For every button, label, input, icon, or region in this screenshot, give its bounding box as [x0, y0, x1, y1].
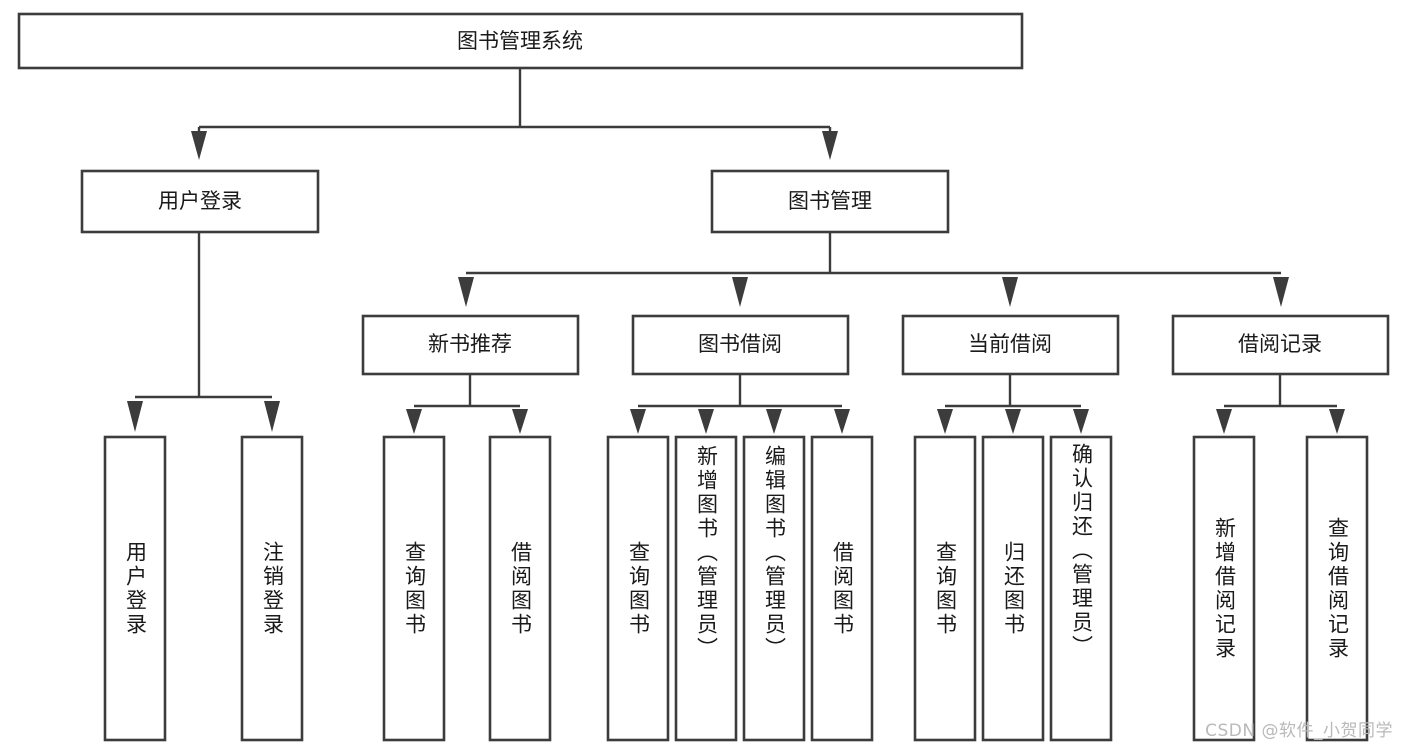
connectors-book-manage-to-level3: [458, 233, 1289, 307]
leaf-boxes-current-borrow: [913, 435, 1113, 742]
arrow-head-leaf-borrow-book-2: [834, 409, 850, 434]
node-book-manage[interactable]: 图书管理: [710, 169, 950, 234]
leaf-box-query-book-3[interactable]: [913, 435, 977, 742]
node-current-borrow[interactable]: 当前借阅: [901, 314, 1120, 376]
arrow-head-book-borrow: [732, 277, 748, 307]
arrow-head-leaf-add-record: [1216, 409, 1232, 434]
node-book-borrow-box[interactable]: [631, 314, 850, 376]
leaf-box-borrow-book-1[interactable]: [488, 435, 552, 742]
arrow-head-borrow-record: [1273, 277, 1289, 307]
node-new-book-recommend[interactable]: 新书推荐: [361, 314, 580, 376]
node-borrow-record-label: 借阅记录: [1238, 332, 1322, 356]
leaf-box-user-login[interactable]: [103, 435, 167, 742]
arrow-head-leaf-user-login: [127, 401, 143, 432]
arrow-head-leaf-confirm-return: [1073, 409, 1089, 434]
leaf-boxes-new-book-recommend: [382, 435, 552, 742]
leaf-box-add-book[interactable]: [674, 435, 738, 742]
node-book-borrow-label: 图书借阅: [698, 332, 782, 356]
node-new-book-recommend-label: 新书推荐: [428, 332, 512, 356]
arrow-head-leaf-edit-book: [766, 409, 782, 434]
node-current-borrow-box[interactable]: [901, 314, 1120, 376]
node-root[interactable]: 图书管理系统: [17, 12, 1024, 70]
node-new-book-recommend-box[interactable]: [361, 314, 580, 376]
leaf-box-query-book-1[interactable]: [382, 435, 446, 742]
arrow-head-leaf-add-book: [698, 409, 714, 434]
leaf-box-add-record[interactable]: [1192, 435, 1256, 742]
node-root-label: 图书管理系统: [457, 29, 583, 53]
arrow-head-leaf-query-book-1: [406, 409, 422, 434]
leaf-box-return-book[interactable]: [981, 435, 1045, 742]
arrow-head-user-login: [191, 131, 207, 160]
node-book-manage-label: 图书管理: [788, 189, 872, 213]
arrow-head-current-borrow: [1002, 277, 1018, 307]
node-user-login-box[interactable]: [80, 169, 320, 234]
arrow-head-new-book-recommend: [458, 277, 474, 307]
node-borrow-record[interactable]: 借阅记录: [1171, 314, 1390, 376]
leaf-box-edit-book[interactable]: [742, 435, 806, 742]
connectors-borrow-record-to-leaves: [1216, 375, 1345, 434]
leaf-boxes-user-login: [103, 435, 304, 742]
arrow-head-leaf-borrow-book-1: [512, 409, 528, 434]
csdn-watermark: CSDN @软件_小贺同学: [1205, 721, 1393, 741]
connectors-current-borrow-to-leaves: [937, 375, 1089, 434]
leaf-box-query-record[interactable]: [1305, 435, 1369, 742]
node-user-login-label: 用户登录: [158, 189, 242, 213]
connectors-user-login-to-leaves: [127, 232, 280, 432]
leaf-boxes-book-borrow: [606, 435, 874, 742]
arrow-head-leaf-logout: [264, 401, 280, 432]
node-book-manage-box[interactable]: [710, 169, 950, 234]
arrow-head-leaf-query-book-3: [937, 409, 953, 434]
arrow-head-leaf-query-book-2: [630, 409, 646, 434]
leaf-box-logout[interactable]: [240, 435, 304, 742]
node-user-login[interactable]: 用户登录: [80, 169, 320, 234]
node-current-borrow-label: 当前借阅: [968, 332, 1052, 356]
leaf-box-confirm-return[interactable]: [1049, 435, 1113, 742]
node-book-borrow[interactable]: 图书借阅: [631, 314, 850, 376]
leaf-box-query-book-2[interactable]: [606, 435, 670, 742]
node-borrow-record-box[interactable]: [1171, 314, 1390, 376]
arrow-head-book-manage: [822, 131, 838, 160]
leaf-boxes-borrow-record: [1192, 435, 1369, 742]
arrow-head-leaf-query-record: [1329, 409, 1345, 434]
node-root-box[interactable]: [17, 12, 1024, 70]
connectors-book-borrow-to-leaves: [630, 375, 850, 434]
leaf-box-borrow-book-2[interactable]: [810, 435, 874, 742]
connectors-new-book-recommend-to-leaves: [406, 375, 528, 434]
connectors-root-to-level2: [191, 68, 838, 160]
arrow-head-leaf-return-book: [1005, 409, 1021, 434]
